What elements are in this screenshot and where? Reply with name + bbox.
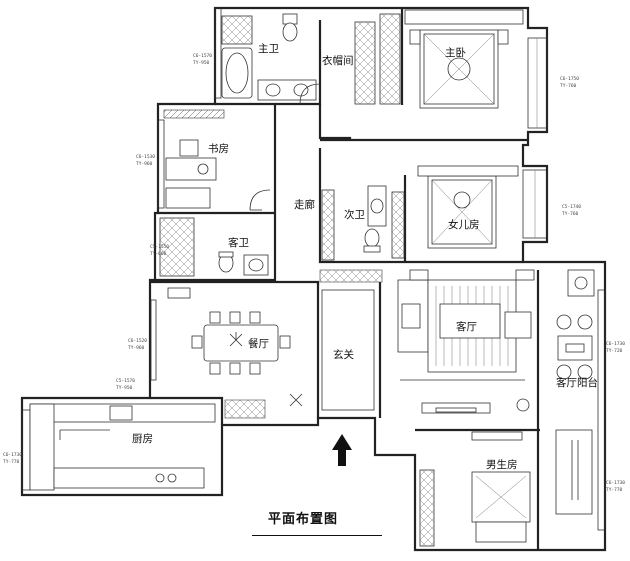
window-code: C6-1730 xyxy=(606,341,625,347)
room-labels: 主卫 衣帽间 主卧 书房 走廊 次卫 女儿房 客卫 客厅 餐厅 玄关 客厅阳台 … xyxy=(132,43,598,471)
up-arrow-icon xyxy=(332,434,352,466)
label-living-balcony: 客厅阳台 xyxy=(556,376,598,389)
daughter-room-furniture xyxy=(417,165,519,249)
coffee-table xyxy=(439,303,501,339)
label-dining-room: 餐厅 xyxy=(248,337,269,350)
wall-shelf xyxy=(471,431,523,441)
window-size: TY-950 xyxy=(116,385,133,391)
master-bath xyxy=(221,13,321,105)
window-size: TY-770 xyxy=(3,459,20,465)
kitchen-furniture xyxy=(29,403,216,491)
foyer-furniture xyxy=(319,269,383,411)
plan-title: 平面布置图 xyxy=(268,512,339,527)
master-bedroom-furniture xyxy=(404,9,524,109)
label-study: 书房 xyxy=(208,142,229,155)
window-size: TY-660 xyxy=(150,251,167,257)
label-boy-room: 男生房 xyxy=(486,458,518,471)
interior-walls xyxy=(150,8,540,550)
counter-top xyxy=(29,403,216,423)
window-code: C5-1550 xyxy=(150,244,169,250)
window-size: TY-760 xyxy=(560,83,577,89)
label-living-room: 客厅 xyxy=(456,320,477,333)
toilet xyxy=(364,228,380,248)
balcony-furniture xyxy=(555,269,595,515)
title-underline xyxy=(252,535,382,536)
window-size: TY-760 xyxy=(562,211,579,217)
window-code: C6-1530 xyxy=(136,154,155,160)
dining-furniture xyxy=(167,287,303,419)
label-master-bedroom: 主卧 xyxy=(445,46,466,59)
label-guest-bath: 客卫 xyxy=(228,236,249,249)
label-second-bath: 次卫 xyxy=(344,208,365,221)
counter-left xyxy=(29,403,55,491)
window-code: C6-1730 xyxy=(606,480,625,486)
label-master-bath: 主卫 xyxy=(258,43,279,55)
window-size: TY-720 xyxy=(606,348,623,354)
window-code: C6-1730 xyxy=(3,452,22,458)
window-spec-labels: C6-1570 TY-950 C6-1750 TY-760 C6-1530 TY… xyxy=(3,53,625,493)
window-size: TY-770 xyxy=(606,487,623,493)
second-bath-fixtures xyxy=(321,185,405,261)
living-room-furniture xyxy=(397,269,535,414)
window-code: C5-1740 xyxy=(562,204,581,210)
study-furniture xyxy=(163,109,271,211)
label-kitchen: 厨房 xyxy=(132,432,153,445)
bathtub xyxy=(221,47,253,99)
label-daughter-room: 女儿房 xyxy=(448,218,480,231)
window-size: TY-950 xyxy=(193,60,210,66)
chair xyxy=(179,139,199,157)
label-foyer: 玄关 xyxy=(333,348,354,361)
window-code: C6-1520 xyxy=(128,338,147,344)
shoe-cabinet xyxy=(321,289,375,411)
guest-bath-fixtures xyxy=(159,217,269,277)
desk xyxy=(165,157,217,181)
label-corridor: 走廊 xyxy=(294,198,315,211)
window-code: C5-1570 xyxy=(116,378,135,384)
dining-table xyxy=(203,324,279,362)
label-closet: 衣帽间 xyxy=(322,54,354,67)
window-code: C6-1750 xyxy=(560,76,579,82)
toilet xyxy=(282,13,298,25)
window-size: TY-960 xyxy=(128,345,145,351)
closet xyxy=(354,13,401,105)
counter-bottom xyxy=(53,467,205,489)
vanity xyxy=(257,79,317,101)
window-code: C6-1570 xyxy=(193,53,212,59)
wardrobe xyxy=(404,9,524,25)
window-size: TY-960 xyxy=(136,161,153,167)
windows xyxy=(21,7,606,531)
boy-room-furniture xyxy=(419,431,531,547)
exterior-walls xyxy=(20,6,607,552)
sink xyxy=(243,254,269,276)
